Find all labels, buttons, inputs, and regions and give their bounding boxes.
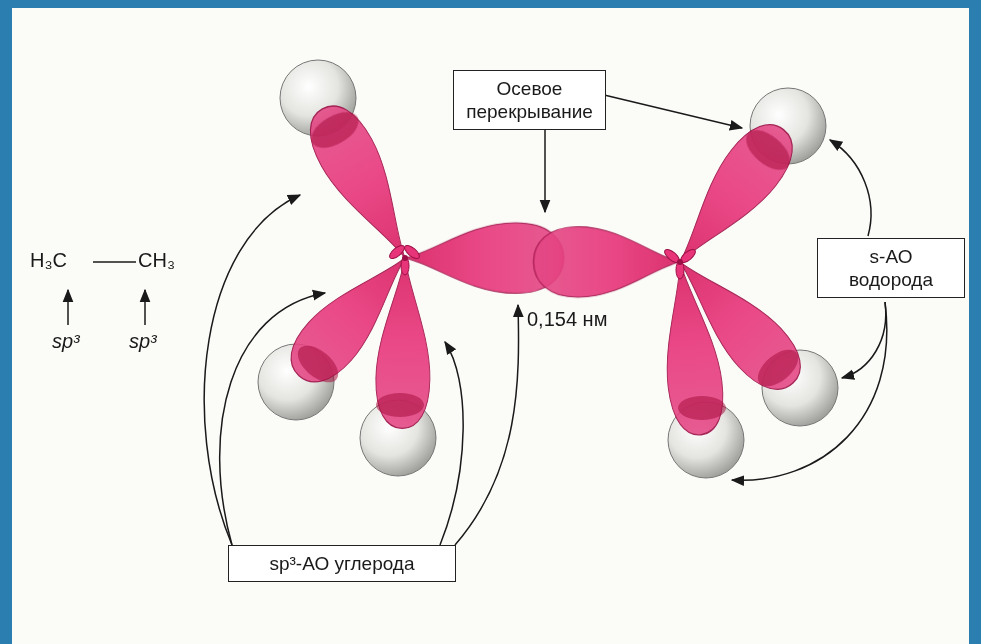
bond-length: 0,154 нм [527,308,607,331]
hybridization-label: sp³ [52,330,80,353]
formula-group: CH₃ [138,249,175,272]
label-box: s-АО водорода [817,238,965,298]
label-box: sp³-АО углерода [228,545,456,582]
formula-group: H₃C [30,249,67,272]
hybridization-label: sp³ [129,330,157,353]
box-text: sp³-АО углерода [239,552,445,575]
box-text: s-АО водорода [828,245,954,291]
box-text: Осевое перекрывание [464,77,595,123]
label-box: Осевое перекрывание [453,70,606,130]
